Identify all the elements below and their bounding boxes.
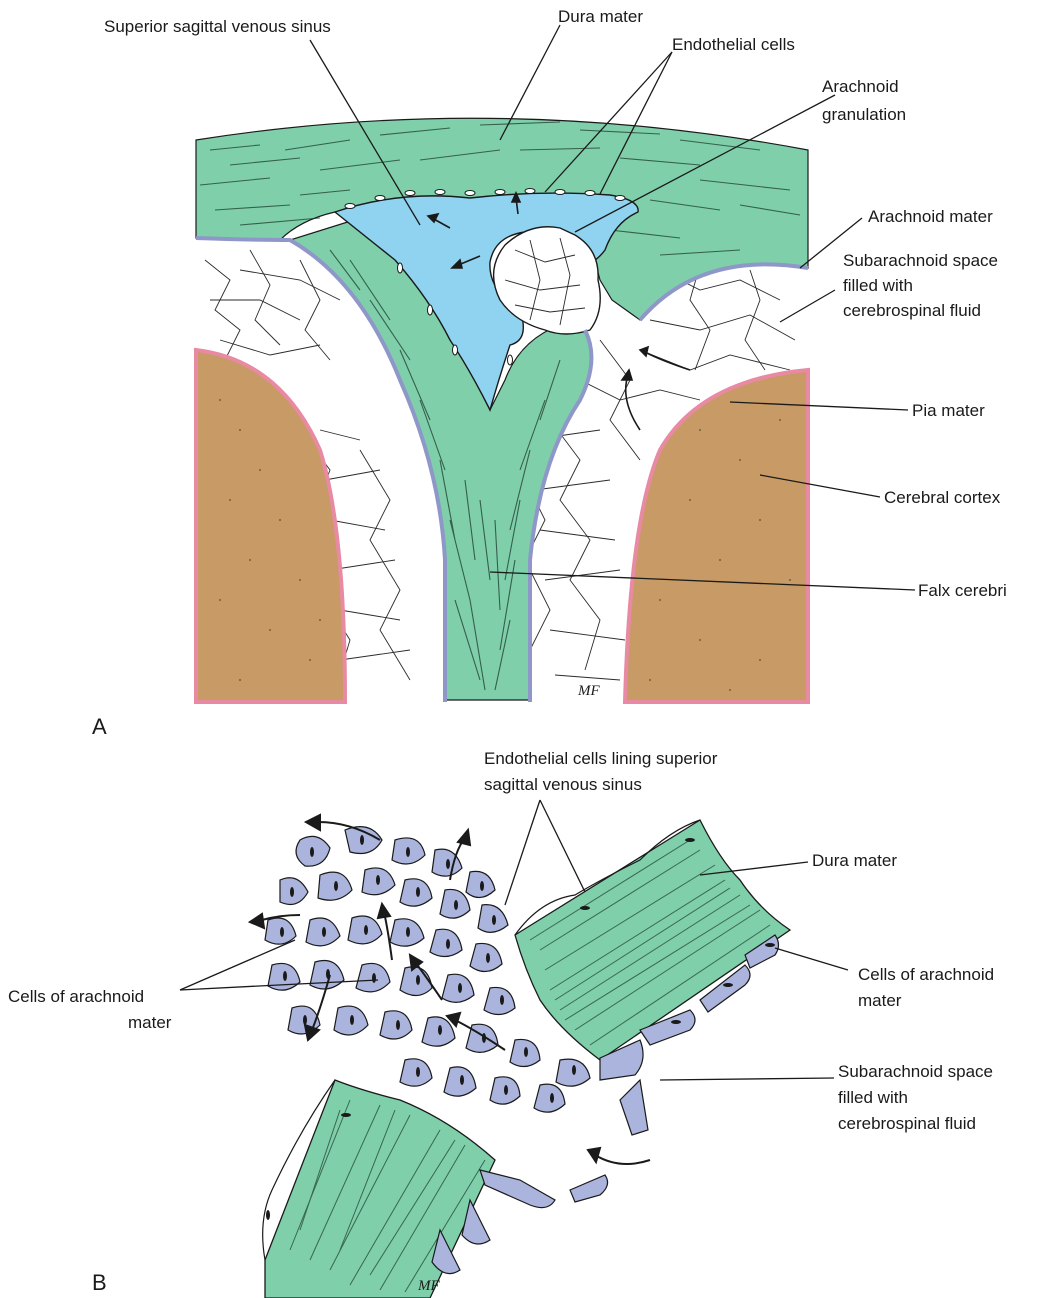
- label-falx-cerebri: Falx cerebri: [918, 581, 1007, 600]
- label-dura-mater-b: Dura mater: [812, 851, 897, 870]
- panel-a: Superior sagittal venous sinus Dura mate…: [92, 7, 1007, 739]
- label-arachnoid-mater-a: Arachnoid mater: [868, 207, 993, 226]
- label-superior-sagittal-sinus: Superior sagittal venous sinus: [104, 17, 331, 36]
- artist-signature-a: MF: [577, 683, 600, 699]
- label-subarachnoid-a-1: Subarachnoid space: [843, 251, 998, 270]
- label-endothelial-cells: Endothelial cells: [672, 35, 795, 54]
- label-arachnoid-granulation-2: granulation: [822, 105, 906, 124]
- label-pia-mater: Pia mater: [912, 401, 985, 420]
- label-subarachnoid-b-3: cerebrospinal fluid: [838, 1114, 976, 1133]
- label-cells-arachnoid-right-2: mater: [858, 991, 902, 1010]
- labels-b: Endothelial cells lining superior sagitt…: [8, 749, 994, 1295]
- label-subarachnoid-a-3: cerebrospinal fluid: [843, 301, 981, 320]
- label-cells-arachnoid-left-1: Cells of arachnoid: [8, 987, 144, 1006]
- label-arachnoid-granulation-1: Arachnoid: [822, 77, 899, 96]
- label-dura-mater-a: Dura mater: [558, 7, 643, 26]
- label-cells-arachnoid-right-1: Cells of arachnoid: [858, 965, 994, 984]
- dura-mater-b-lower: [265, 1080, 495, 1298]
- panel-letter-a: A: [92, 714, 107, 739]
- label-endothelial-lining-1: Endothelial cells lining superior: [484, 749, 718, 768]
- label-cerebral-cortex: Cerebral cortex: [884, 488, 1001, 507]
- label-subarachnoid-b-2: filled with: [838, 1088, 908, 1107]
- panel-b: Endothelial cells lining superior sagitt…: [8, 749, 994, 1298]
- artist-signature-b: MF: [417, 1278, 440, 1294]
- label-endothelial-lining-2: sagittal venous sinus: [484, 775, 642, 794]
- label-cells-arachnoid-left-2: mater: [128, 1013, 172, 1032]
- panel-letter-b: B: [92, 1270, 107, 1295]
- label-subarachnoid-a-2: filled with: [843, 276, 913, 295]
- label-subarachnoid-b-1: Subarachnoid space: [838, 1062, 993, 1081]
